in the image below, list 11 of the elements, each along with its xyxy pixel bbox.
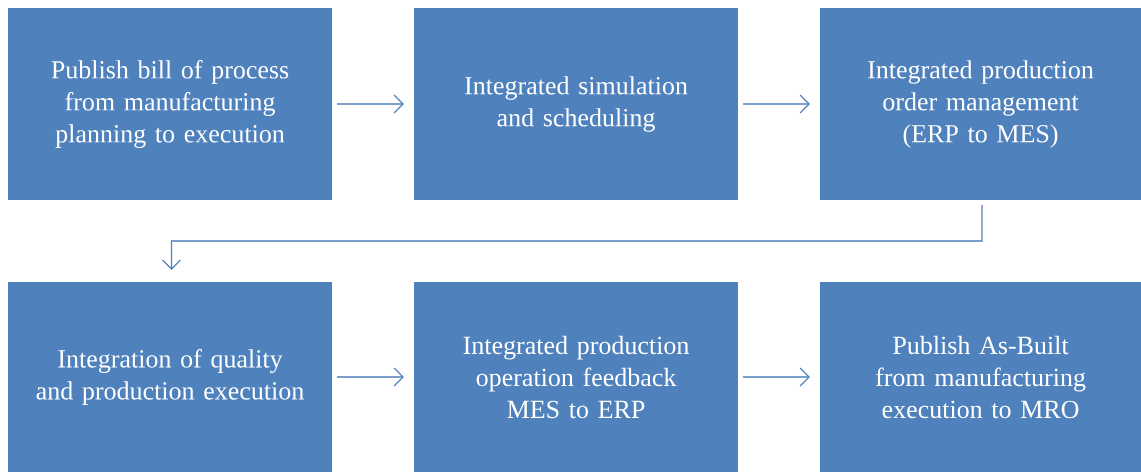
process-box: Integrated simulation and scheduling	[414, 8, 738, 200]
process-box: Integrated production operation feedback MES to ERP	[414, 282, 738, 472]
process-box: Integrated production order management (ERP to MES)	[820, 8, 1141, 200]
arrow	[742, 94, 810, 114]
process-box: Publish bill of process from manufacturing planning to execution	[8, 8, 332, 200]
process-box: Publish As-Built from manufacturing execution to MRO	[820, 282, 1141, 472]
arrow	[336, 367, 404, 387]
arrow	[161, 204, 983, 270]
arrow	[336, 94, 404, 114]
process-box: Integration of quality and production execution	[8, 282, 332, 472]
arrow	[742, 367, 810, 387]
